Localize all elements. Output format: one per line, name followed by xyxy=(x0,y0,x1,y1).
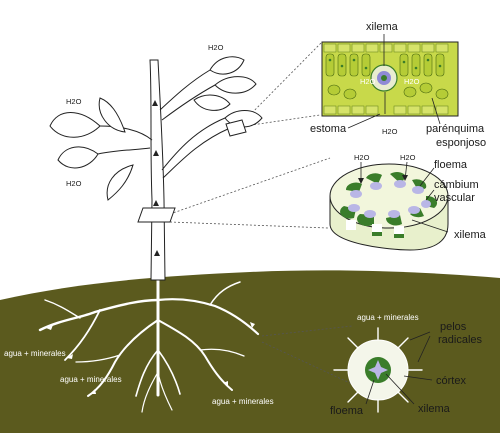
leaves xyxy=(49,56,263,201)
h2o-label-left-upper: H2O xyxy=(66,97,82,106)
label-root-hairs-1: pelos xyxy=(440,321,467,333)
label-cambium-2: vascular xyxy=(434,192,475,204)
leaf-section-panel: H2O H2O xyxy=(321,41,459,117)
label-phloem-stem: floema xyxy=(434,159,468,171)
label-water-minerals-right: agua + minerales xyxy=(212,397,274,406)
h2o-markers-plant: H2O H2O H2O xyxy=(66,43,224,188)
label-root-hairs-2: radicales xyxy=(438,334,483,346)
labels: xilema estoma H2O parénquima esponjoso f… xyxy=(4,21,487,417)
label-water-minerals-root: agua + minerales xyxy=(357,313,419,322)
root-arrows xyxy=(46,322,255,394)
label-cambium-1: cámbium xyxy=(434,179,479,191)
root-system xyxy=(38,278,260,413)
h2o-label-left-lower: H2O xyxy=(66,179,82,188)
stem xyxy=(149,59,166,281)
stem-cut-marker xyxy=(137,207,176,223)
leaf-cut-marker xyxy=(225,119,247,137)
stem-arrows xyxy=(152,100,160,256)
h2o-label-leaf-right: H2O xyxy=(404,77,420,86)
label-phloem-root: floema xyxy=(330,405,364,417)
label-spongy-1: parénquima xyxy=(426,123,485,135)
label-xylem-leaf: xilema xyxy=(366,21,399,33)
label-water-minerals-middle: agua + minerales xyxy=(60,375,122,384)
label-stoma: estoma xyxy=(310,123,347,135)
h2o-label-stoma: H2O xyxy=(382,127,398,136)
stem-section: H2O H2O xyxy=(329,153,449,251)
h2o-label-stem-right: H2O xyxy=(400,153,416,162)
label-xylem-root: xilema xyxy=(418,403,451,415)
label-water-minerals-left: agua + minerales xyxy=(4,349,66,358)
label-spongy-2: esponjoso xyxy=(436,137,486,149)
label-xylem-stem: xilema xyxy=(454,229,487,241)
h2o-label-top: H2O xyxy=(208,43,224,52)
root-section xyxy=(333,327,433,413)
label-cortex: córtex xyxy=(436,375,466,387)
h2o-label-stem-left: H2O xyxy=(354,153,370,162)
h2o-label-leaf-left: H2O xyxy=(360,77,376,86)
branches xyxy=(97,69,231,179)
